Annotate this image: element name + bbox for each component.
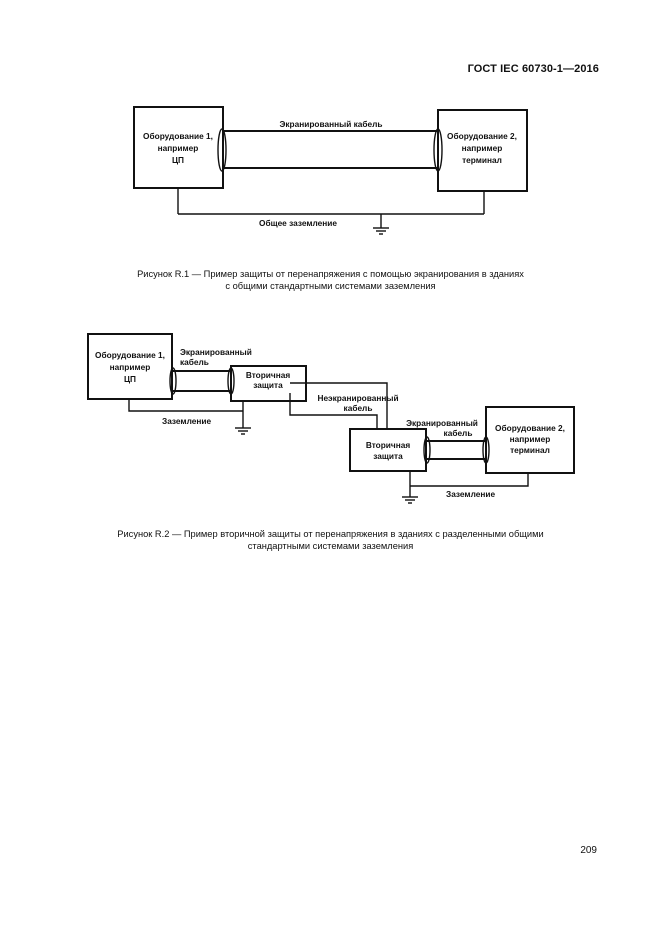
equipment2-line3: терминал — [510, 445, 550, 455]
shielded-cable2-line2: кабель — [444, 428, 473, 438]
figure-r1-caption: Рисунок R.1 — Пример защиты от перенапря… — [60, 268, 601, 292]
equipment1-line1: Оборудование 1, — [95, 350, 165, 360]
shield-left-icon — [169, 367, 177, 395]
figure-r1-caption-line1: Рисунок R.1 — Пример защиты от перенапря… — [137, 269, 524, 279]
shield-left-icon — [217, 128, 227, 172]
shielded-cable1-line1: Экранированный — [180, 347, 252, 357]
equipment1-box — [133, 106, 224, 189]
shield-right-icon — [433, 128, 443, 172]
ground-symbol-icon — [402, 496, 418, 504]
equipment1-line3: ЦП — [172, 155, 184, 165]
figure-r2-caption: Рисунок R.2 — Пример вторичной защиты от… — [60, 528, 601, 552]
secondary-protection2-box — [349, 428, 427, 472]
equipment1-line3: ЦП — [124, 374, 136, 384]
secondary2-line2: защита — [373, 451, 403, 461]
equipment1-box — [87, 333, 173, 400]
figure-r1-diagram: Оборудование 1, например ЦП Оборудование… — [133, 106, 528, 235]
unshielded-cable-line1: Неэкранированный — [317, 393, 398, 403]
unshielded-cable-line2: кабель — [344, 403, 373, 413]
ground-wire-1 — [128, 399, 243, 412]
equipment2-line2: например — [462, 143, 503, 153]
document-header: ГОСТ IEC 60730-1—2016 — [467, 63, 599, 75]
secondary1-line2: защита — [253, 380, 283, 390]
shield-right-icon — [227, 367, 235, 395]
ground2-label: Заземление — [446, 489, 495, 499]
shield-left-icon — [423, 436, 431, 464]
ground-wire-2 — [410, 473, 529, 487]
equipment2-box — [437, 109, 528, 192]
equipment2-line3: терминал — [462, 155, 502, 165]
ground-symbol-icon — [373, 214, 389, 235]
unshielded-cable-top — [290, 382, 388, 429]
cable-label: Экранированный кабель — [280, 119, 383, 129]
shield-right-icon — [482, 436, 490, 464]
secondary1-line1: Вторичная — [246, 370, 291, 380]
figure-r2-caption-line2: стандартными системами заземления — [247, 541, 414, 551]
equipment1-line2: например — [158, 143, 199, 153]
equipment1-line1: Оборудование 1, — [143, 131, 213, 141]
shielded-cable2-line1: Экранированный — [406, 418, 478, 428]
unshielded-cable-bottom — [289, 393, 378, 429]
equipment2-line1: Оборудование 2, — [447, 131, 517, 141]
common-ground-label: Общее заземление — [259, 218, 337, 228]
secondary2-line1: Вторичная — [366, 440, 411, 450]
ground1-label: Заземление — [162, 416, 211, 426]
equipment2-line1: Оборудование 2, — [495, 423, 565, 433]
shielded-cable1-line2: кабель — [180, 357, 209, 367]
equipment2-line2: например — [510, 434, 551, 444]
figure-r2-caption-line1: Рисунок R.2 — Пример вторичной защиты от… — [117, 529, 544, 539]
figure-r1-caption-line2: с общими стандартными системами заземлен… — [225, 281, 436, 291]
equipment2-box — [485, 406, 575, 474]
ground-symbol-icon — [235, 427, 251, 435]
figure-r2-diagram: Оборудование 1, например ЦП Экранированн… — [87, 333, 575, 504]
page-number: 209 — [580, 845, 597, 856]
equipment1-line2: например — [110, 362, 151, 372]
